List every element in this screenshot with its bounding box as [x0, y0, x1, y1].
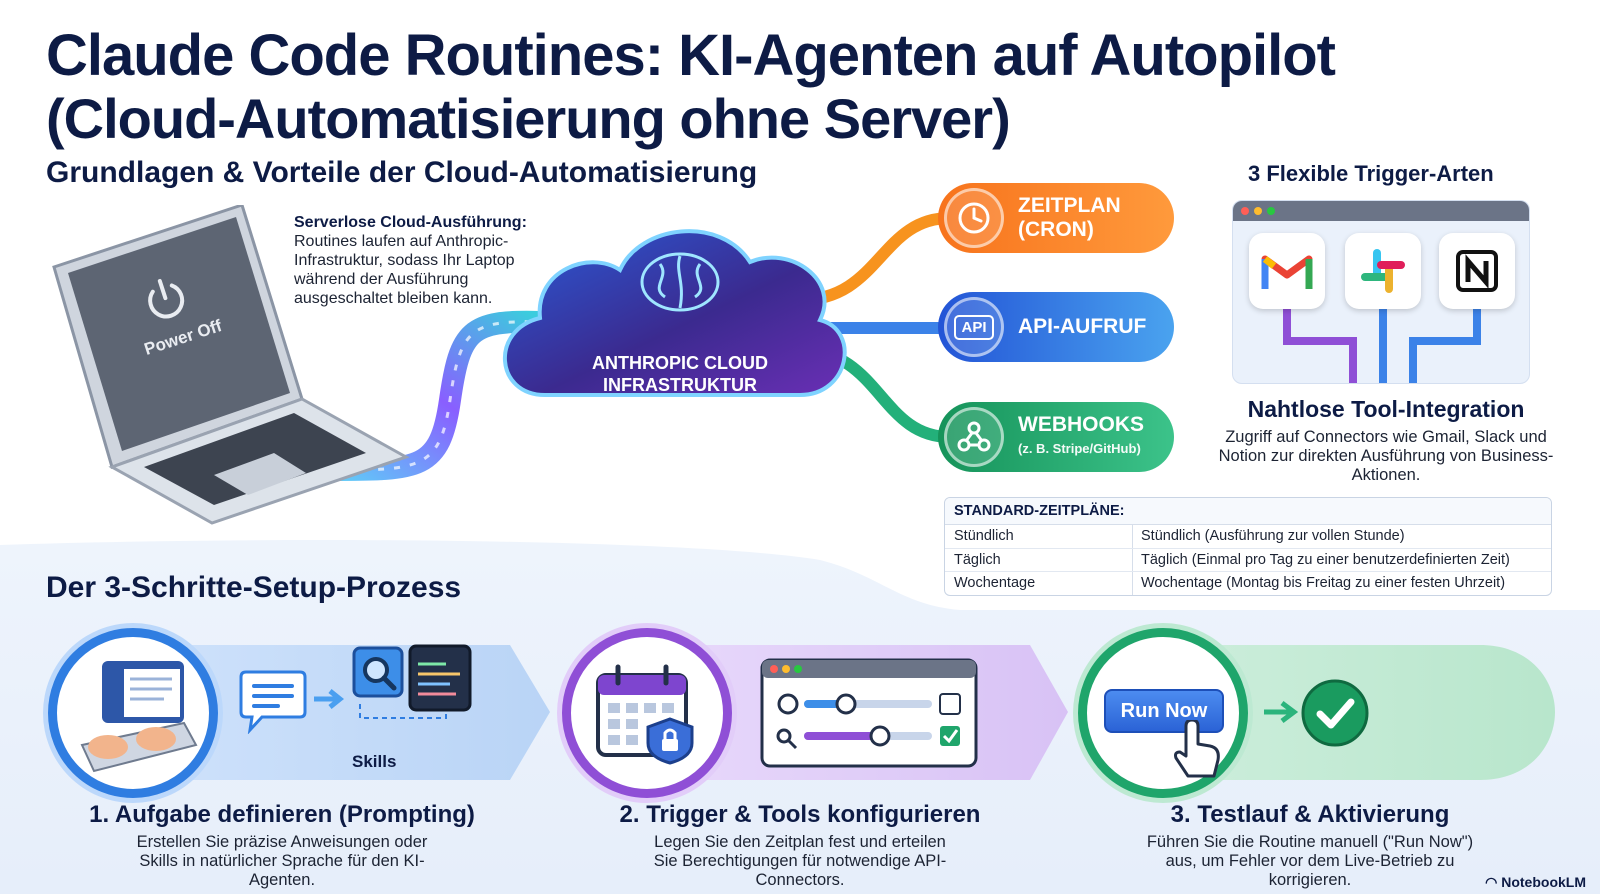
- schedule-name: Täglich: [945, 548, 1133, 571]
- cloud-label-line2: INFRASTRUKTUR: [603, 375, 757, 395]
- step1-circle: [48, 628, 218, 798]
- trigger-webhooks-sub: (z. B. Stripe/GitHub): [1018, 441, 1141, 456]
- table-row: Täglich Täglich (Einmal pro Tag zu einer…: [945, 548, 1551, 572]
- arrow-right-icon: [314, 689, 345, 709]
- slack-icon: [1345, 233, 1421, 309]
- integration-description: Zugriff auf Connectors wie Gmail, Slack …: [1218, 428, 1554, 484]
- webhook-icon: [944, 407, 1004, 467]
- calendar-lock-icon: [596, 664, 694, 765]
- step2-title: 2. Trigger & Tools konfigurieren: [619, 801, 981, 828]
- run-now-button[interactable]: Run Now: [1104, 689, 1224, 733]
- step1-title: 1. Aufgabe definieren (Prompting): [89, 801, 475, 828]
- trigger-api-label: API-AUFRUF: [1018, 315, 1147, 338]
- trigger-webhooks: WEBHOOKS (z. B. Stripe/GitHub): [938, 402, 1174, 472]
- notebooklm-logo: ◠ NotebookLM: [1485, 874, 1586, 891]
- window-titlebar: [1233, 201, 1529, 221]
- serverless-text: Routines laufen auf Anthropic-Infrastruk…: [294, 233, 515, 307]
- trigger-zeitplan: ZEITPLAN (CRON): [938, 183, 1174, 253]
- integration-title: Nahtlose Tool-Integration: [1247, 396, 1525, 422]
- cloud-label-line1: ANTHROPIC CLOUD: [592, 353, 768, 373]
- table-row: Wochentage Wochentage (Montag bis Freita…: [945, 572, 1551, 595]
- schedule-desc: Stündlich (Ausführung zur vollen Stunde): [1141, 528, 1405, 544]
- schedule-desc: Wochentage (Montag bis Freitag zu einer …: [1141, 575, 1506, 591]
- notebooklm-icon: ◠: [1485, 874, 1502, 890]
- step2-description: Legen Sie den Zeitplan fest und erteilen…: [653, 833, 947, 889]
- trigger-api: API API-AUFRUF: [938, 292, 1174, 362]
- schedule-name: Wochentage: [945, 572, 1133, 595]
- permissions-window: [760, 658, 978, 768]
- power-icon: [148, 278, 185, 319]
- trigger-zeitplan-sub: (CRON): [1018, 218, 1094, 241]
- step2-circle: [562, 628, 732, 798]
- check-icon: [1301, 679, 1369, 747]
- schedule-desc: Täglich (Einmal pro Tag zu einer benutze…: [1141, 551, 1510, 568]
- api-icon: API: [944, 297, 1004, 357]
- notebooklm-label: NotebookLM: [1501, 874, 1586, 890]
- step1-description: Erstellen Sie präzise Anweisungen oder S…: [136, 833, 428, 889]
- schedule-table: STANDARD-ZEITPLÄNE: Stündlich Stündlich …: [944, 497, 1552, 596]
- schedule-name: Stündlich: [945, 525, 1133, 548]
- connector-lines: [1283, 301, 1481, 383]
- section-heading-setup: Der 3-Schritte-Setup-Prozess: [46, 571, 462, 604]
- trigger-webhooks-label: WEBHOOKS: [1018, 413, 1144, 436]
- chat-bubble-icon: [239, 670, 307, 734]
- tool-window: [1232, 200, 1530, 384]
- typing-laptop-icon: [80, 661, 198, 773]
- arrow-right-icon: [1264, 701, 1299, 723]
- skills-icons: [352, 644, 472, 719]
- gmail-icon: [1249, 233, 1325, 309]
- main-title: Claude Code Routines: KI-Agenten auf Aut…: [46, 23, 1336, 88]
- api-icon-text: API: [954, 314, 994, 340]
- step3-title: 3. Testlauf & Aktivierung: [1170, 801, 1450, 828]
- table-row: Stündlich Stündlich (Ausführung zur voll…: [945, 525, 1551, 549]
- notion-icon: [1439, 233, 1515, 309]
- clock-icon: [944, 188, 1004, 248]
- serverless-title: Serverlose Cloud-Ausführung:: [294, 214, 527, 231]
- section-heading-basics: Grundlagen & Vorteile der Cloud-Automati…: [46, 156, 758, 189]
- cloud-label: ANTHROPIC CLOUD INFRASTRUKTUR: [560, 352, 800, 396]
- skills-label: Skills: [352, 752, 397, 771]
- serverless-description: Serverlose Cloud-Ausführung: Routines la…: [294, 213, 564, 308]
- laptop-illustration: [52, 205, 410, 525]
- trigger-zeitplan-label: ZEITPLAN: [1018, 194, 1121, 217]
- schedule-table-header: STANDARD-ZEITPLÄNE:: [945, 498, 1551, 525]
- hand-cursor-icon: [1174, 720, 1220, 778]
- trigger-types-heading: 3 Flexible Trigger-Arten: [1248, 161, 1494, 186]
- main-subtitle: (Cloud-Automatisierung ohne Server): [46, 87, 1011, 150]
- step3-description: Führen Sie die Routine manuell ("Run Now…: [1146, 833, 1474, 889]
